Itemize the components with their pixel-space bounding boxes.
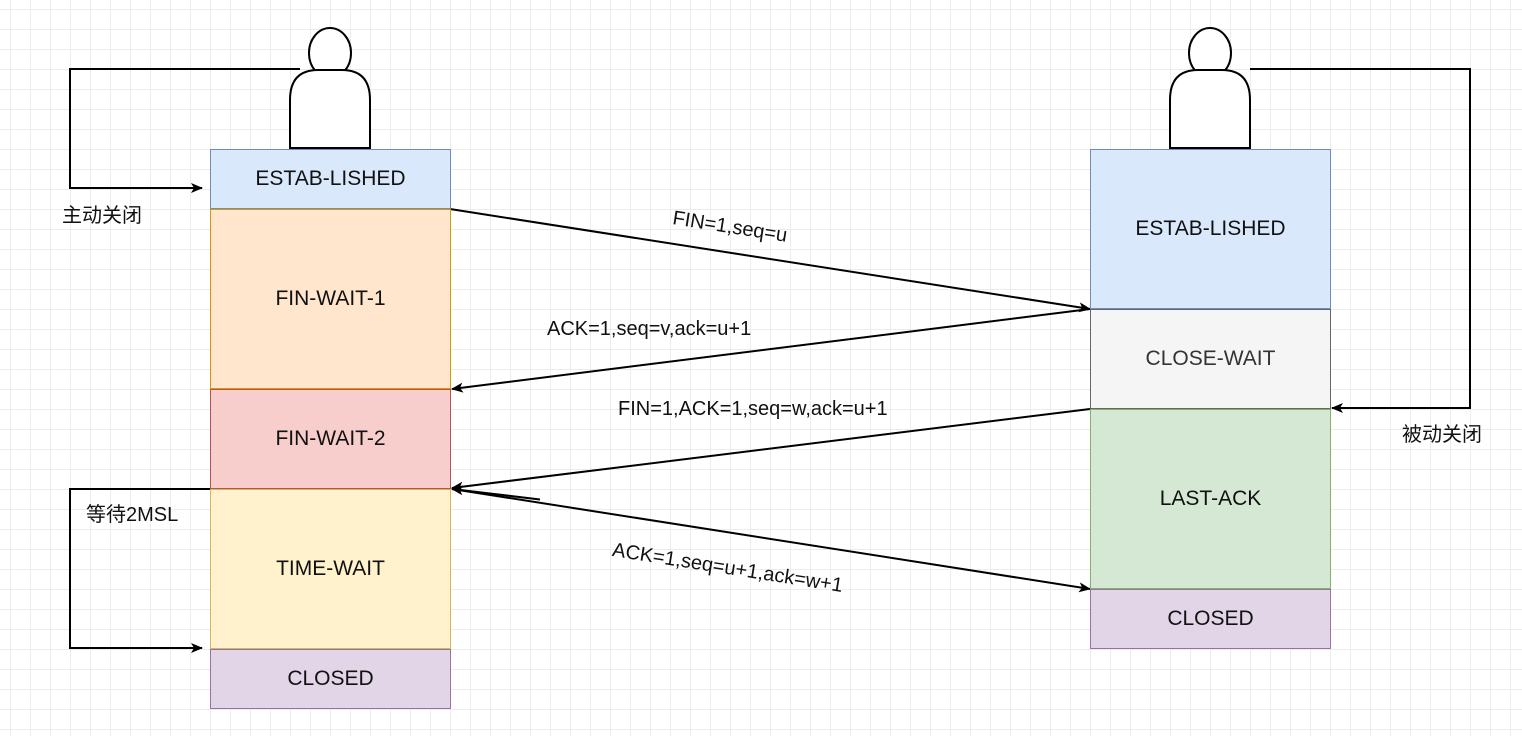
fin-arrow (449, 208, 1091, 313)
server-state-close-wait: CLOSE-WAIT (1090, 309, 1331, 409)
ack-arrow (451, 308, 1091, 393)
server-person-icon (1169, 27, 1251, 149)
wait-2msl-label: 等待2MSL (86, 504, 179, 526)
ack-message-label: ACK=1,seq=v,ack=u+1 (547, 318, 752, 340)
server-state-last-ack: LAST-ACK (1090, 409, 1331, 589)
active-close-connector (69, 68, 300, 193)
final-ack-arrow (451, 488, 1091, 593)
client-state-closed: CLOSED (210, 649, 451, 709)
client-state-established: ESTAB-LISHED (210, 149, 451, 209)
fin-ack-message-label: FIN=1,ACK=1,seq=w,ack=u+1 (618, 398, 888, 420)
server-state-closed: CLOSED (1090, 589, 1331, 649)
fin-ack-arrow (451, 408, 1091, 492)
wait-2msl-connector (69, 488, 210, 653)
client-state-fin-wait-2: FIN-WAIT-2 (210, 389, 451, 489)
passive-close-connector (1250, 68, 1471, 413)
active-close-label: 主动关闭 (62, 205, 142, 227)
server-state-established: ESTAB-LISHED (1090, 149, 1331, 309)
client-state-fin-wait-1: FIN-WAIT-1 (210, 209, 451, 389)
client-person-icon (289, 27, 371, 149)
passive-close-label: 被动关闭 (1402, 424, 1482, 446)
client-state-time-wait: TIME-WAIT (210, 489, 451, 649)
